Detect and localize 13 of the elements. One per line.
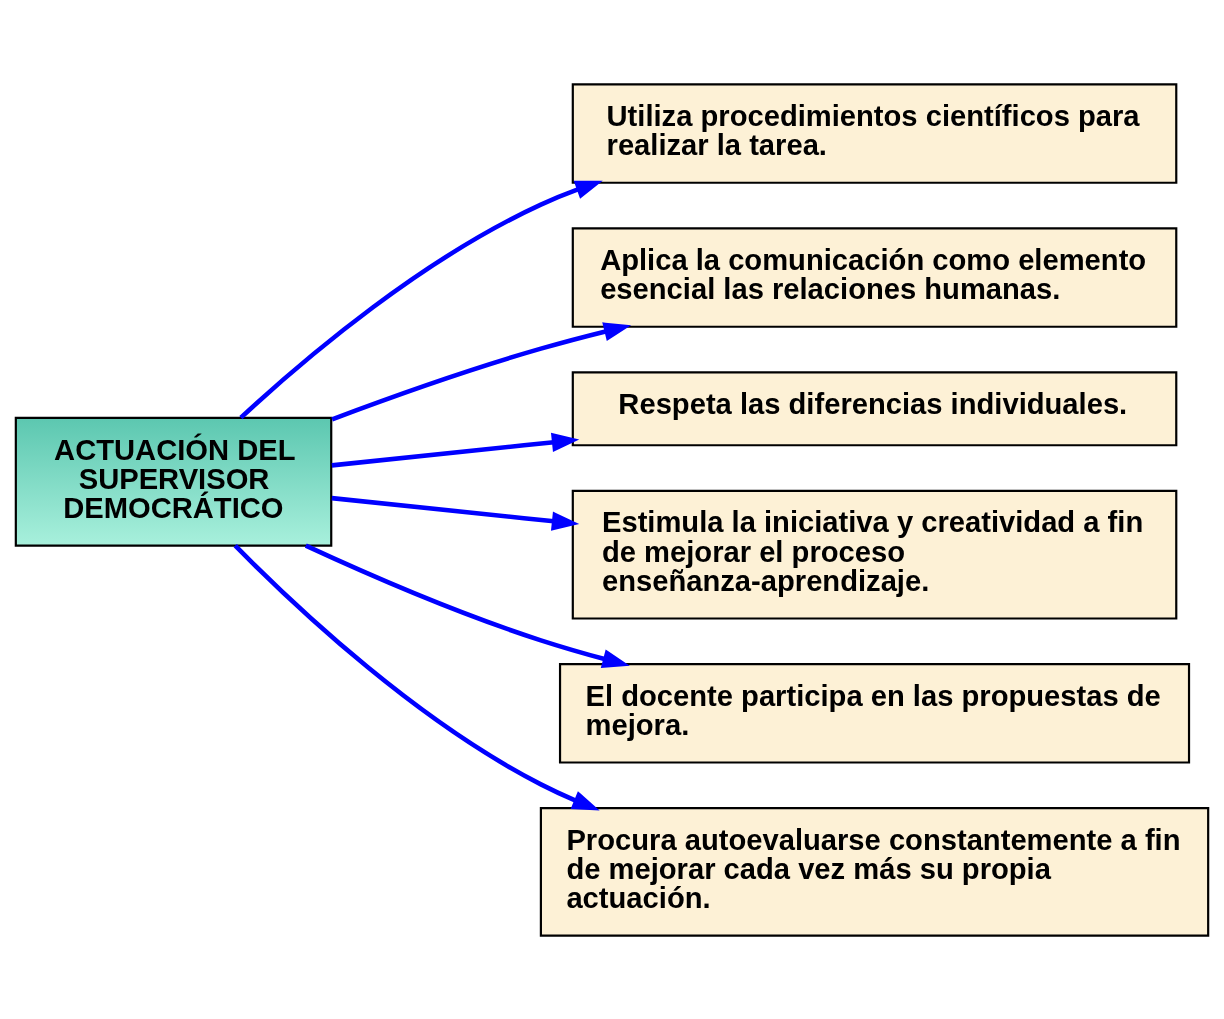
arrow <box>233 543 600 810</box>
arrow <box>331 321 632 421</box>
arrow <box>331 432 580 468</box>
node-box: Aplica la comunicación como elemento esencial las relaciones humanas. <box>571 226 1178 328</box>
node-box: Estimula la iniciativa y creatividad a fin de mejorar el proceso enseñanza-aprendizaje. <box>571 489 1178 620</box>
node-box: Respeta las diferencias individuales. <box>571 370 1178 446</box>
node-box: Utiliza procedimientos científicos para realizar la tarea. <box>571 82 1178 184</box>
arrow <box>331 495 580 531</box>
node-box: ACTUACIÓN DEL SUPERVISOR DEMOCRÁTICO <box>14 416 333 547</box>
node-box: El docente participa en las propuestas de mejora. <box>558 662 1191 764</box>
arrow <box>304 543 630 668</box>
arrow <box>239 180 603 419</box>
node-box: Procura autoevaluarse constantemente a fin de mejorar cada vez más su propia actuación. <box>539 806 1210 937</box>
